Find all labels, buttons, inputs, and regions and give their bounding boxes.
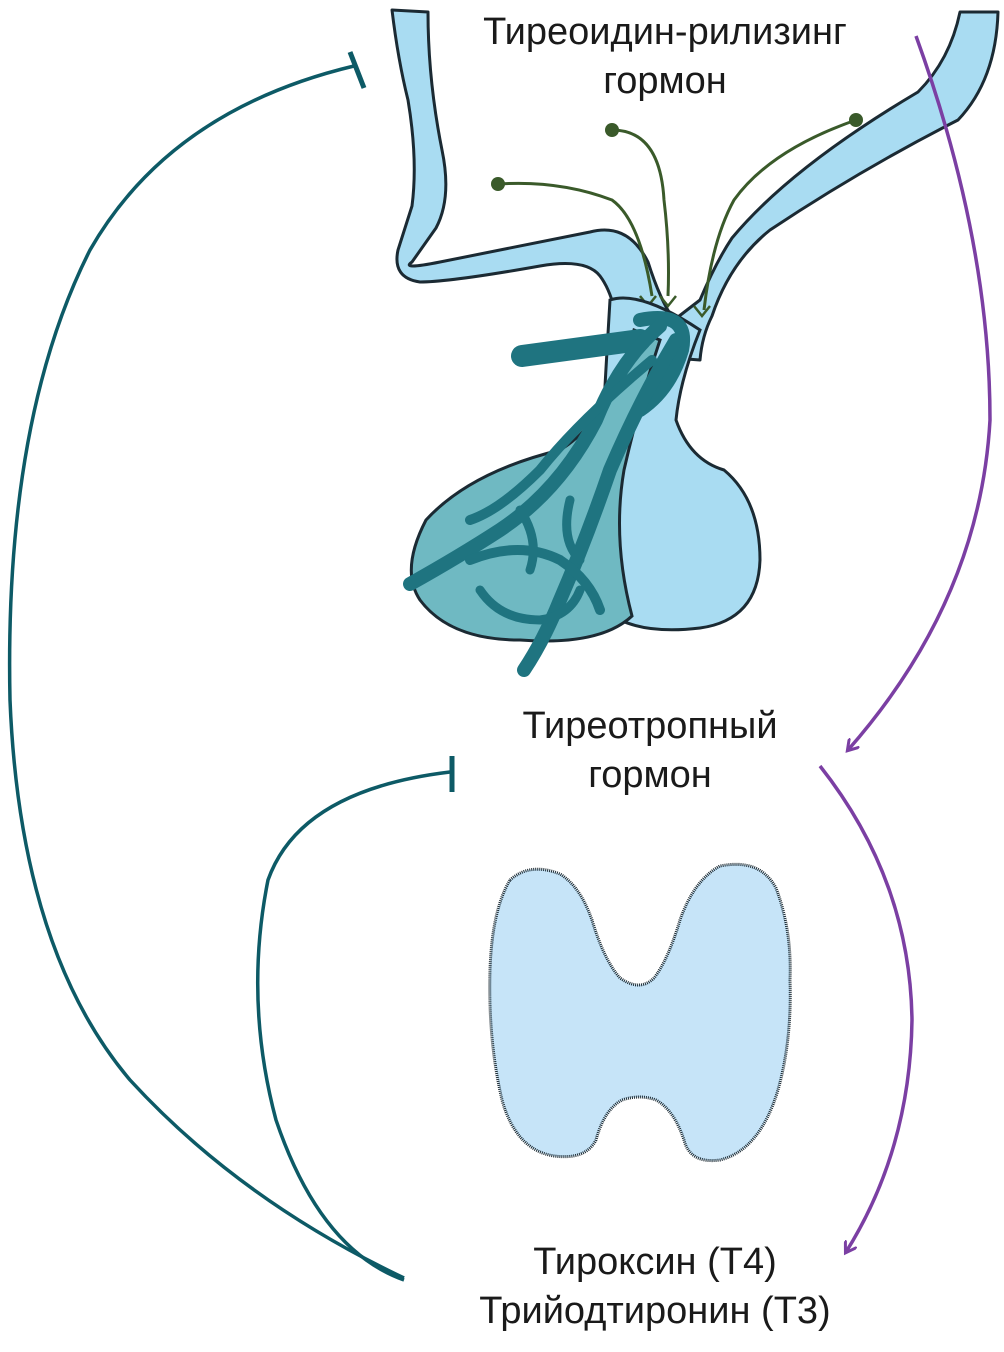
inhibition-bar-icon — [347, 51, 367, 89]
neurosecretory-neurons — [497, 118, 857, 319]
trh-label-line1: Тиреоидин-рилизинг — [483, 11, 847, 53]
t3-label: Трийодтиронин (Т3) — [479, 1290, 831, 1333]
trh-stimulation-arrow — [848, 35, 992, 750]
tsh-label: Тиреотропный гормон — [470, 702, 830, 801]
t4-label: Тироксин (Т4) — [533, 1241, 777, 1283]
tsh-label-line2: гормон — [588, 754, 712, 797]
neuron-body-icon — [849, 113, 863, 127]
tsh-label-line1: Тиреотропный — [522, 705, 778, 747]
trh-label: Тиреоидин-рилизинг гормон — [430, 8, 900, 107]
neuron-body-icon — [605, 123, 619, 137]
portal-vessels — [403, 311, 691, 677]
thyroid-gland — [488, 862, 792, 1163]
hypothalamus-stalk — [390, 8, 1000, 362]
trh-label-line2: гормон — [603, 60, 727, 103]
feedback-to-hypothalamus-line — [7, 64, 405, 1280]
tsh-stimulation-arrow — [818, 764, 914, 1252]
feedback-to-pituitary-line — [255, 770, 451, 1282]
neuron-body-icon — [491, 177, 505, 191]
thyroid-hormones-label: Тироксин (Т4) Трийодтиронин (Т3) — [420, 1238, 890, 1337]
